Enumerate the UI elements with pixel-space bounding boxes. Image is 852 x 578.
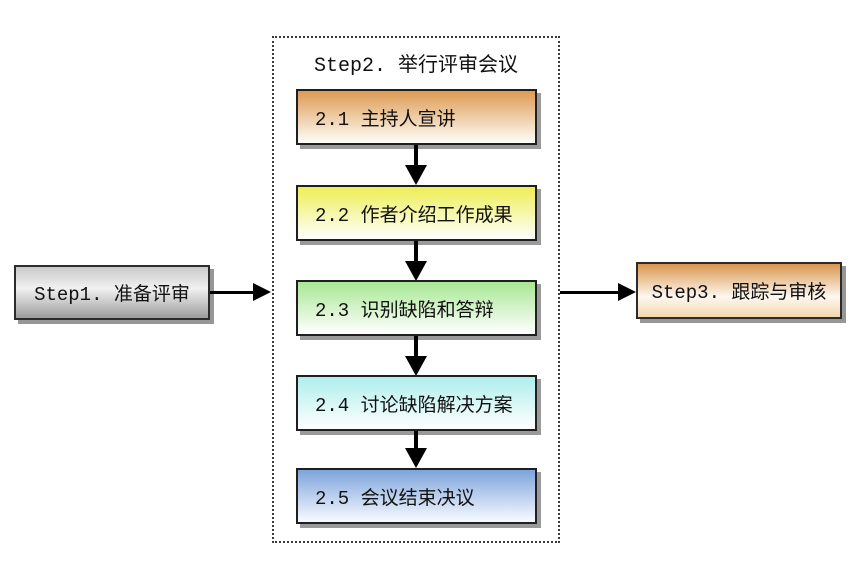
arrow-line — [414, 241, 418, 265]
substep-2-3-node: 2.3 识别缺陷和答辩 — [296, 280, 537, 336]
substep-2-1-label: 2.1 主持人宣讲 — [315, 108, 456, 131]
step3-node: Step3. 跟踪与审核 — [636, 262, 842, 319]
step1-label: Step1. 准备评审 — [34, 284, 190, 306]
substep-2-5-label: 2.5 会议结束决议 — [315, 487, 475, 510]
step2-group-title: Step2. 举行评审会议 — [313, 55, 518, 78]
step2-group: Step2. 举行评审会议 2.1 主持人宣讲 2.2 作者介绍工作成果 2.3… — [272, 36, 560, 543]
arrow-down-icon — [405, 165, 427, 185]
arrow-line — [560, 291, 620, 294]
substep-2-4-node: 2.4 讨论缺陷解决方案 — [296, 375, 537, 431]
step3-label: Step3. 跟踪与审核 — [651, 282, 827, 304]
arrow-right-icon — [618, 283, 636, 301]
substep-2-2-node: 2.2 作者介绍工作成果 — [296, 185, 537, 241]
arrow-line — [414, 145, 418, 169]
step1-node: Step1. 准备评审 — [14, 265, 210, 320]
arrow-line — [414, 431, 418, 452]
substep-2-5-node: 2.5 会议结束决议 — [296, 468, 537, 524]
substep-2-3-label: 2.3 识别缺陷和答辩 — [315, 299, 494, 322]
substep-2-1-node: 2.1 主持人宣讲 — [296, 89, 537, 145]
substep-2-4-label: 2.4 讨论缺陷解决方案 — [315, 394, 513, 417]
arrow-down-icon — [405, 261, 427, 281]
substep-2-2-label: 2.2 作者介绍工作成果 — [315, 204, 513, 227]
arrow-down-icon — [405, 356, 427, 376]
arrow-line — [414, 336, 418, 360]
arrow-line — [210, 291, 256, 294]
arrow-down-icon — [405, 448, 427, 468]
arrow-right-icon — [253, 283, 271, 301]
